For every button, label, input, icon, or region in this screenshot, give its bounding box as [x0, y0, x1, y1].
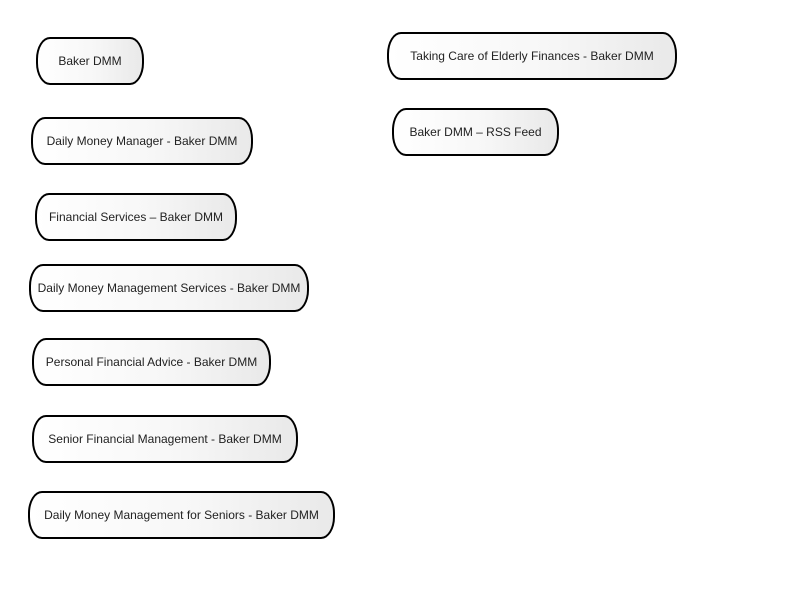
node-rss-feed[interactable]: Baker DMM – RSS Feed — [392, 108, 559, 156]
node-senior-financial-management[interactable]: Senior Financial Management - Baker DMM — [32, 415, 298, 463]
node-label: Daily Money Management Services - Baker … — [37, 281, 301, 295]
node-daily-money-manager[interactable]: Daily Money Manager - Baker DMM — [31, 117, 253, 165]
node-label: Baker DMM – RSS Feed — [409, 125, 542, 139]
node-label: Personal Financial Advice - Baker DMM — [45, 355, 258, 369]
node-label: Taking Care of Elderly Finances - Baker … — [410, 49, 654, 63]
node-label: Financial Services – Baker DMM — [48, 210, 224, 224]
node-baker-dmm[interactable]: Baker DMM — [36, 37, 144, 85]
node-taking-care-of-elderly-finances[interactable]: Taking Care of Elderly Finances - Baker … — [387, 32, 677, 80]
node-label: Baker DMM — [58, 54, 122, 68]
node-financial-services[interactable]: Financial Services – Baker DMM — [35, 193, 237, 241]
node-personal-financial-advice[interactable]: Personal Financial Advice - Baker DMM — [32, 338, 271, 386]
node-label: Daily Money Management for Seniors - Bak… — [44, 508, 319, 522]
node-label: Daily Money Manager - Baker DMM — [46, 134, 238, 148]
node-label: Senior Financial Management - Baker DMM — [48, 432, 282, 446]
node-daily-money-management-services[interactable]: Daily Money Management Services - Baker … — [29, 264, 309, 312]
node-daily-money-management-for-seniors[interactable]: Daily Money Management for Seniors - Bak… — [28, 491, 335, 539]
